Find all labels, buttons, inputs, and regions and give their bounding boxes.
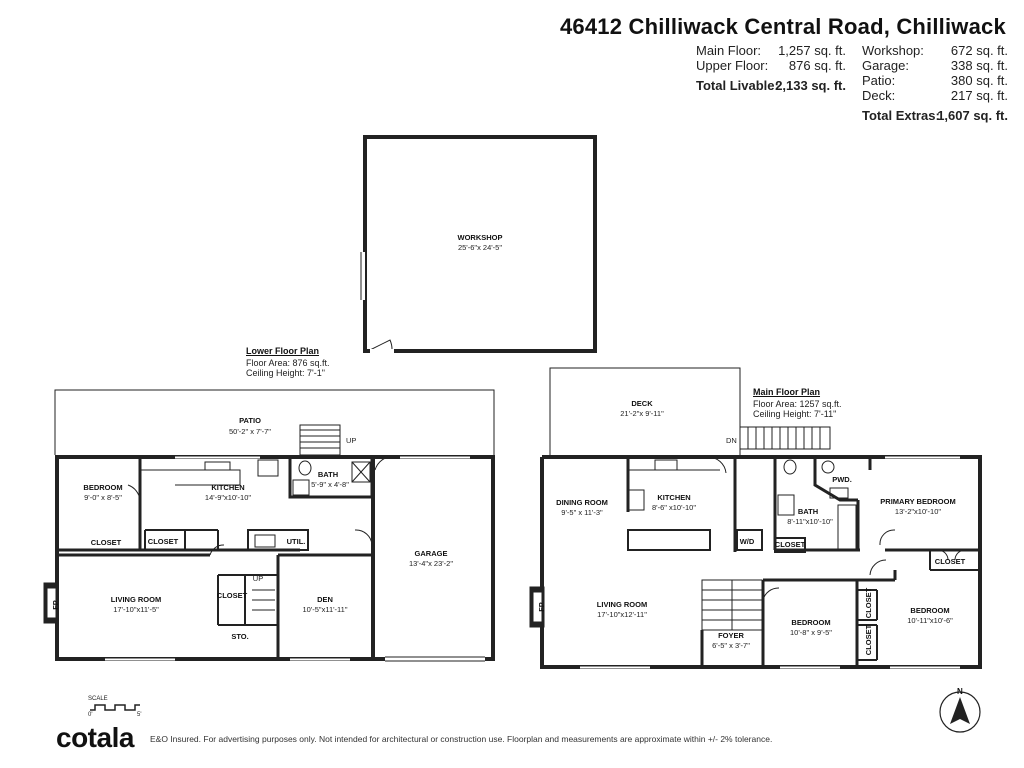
main-living-dims: 17'-10"x12'-11" xyxy=(597,610,647,619)
lower-living-name: LIVING ROOM xyxy=(111,595,161,604)
scale-five: 5' xyxy=(137,712,141,718)
main-bedroom-1-name: BEDROOM xyxy=(791,618,830,627)
main-pwd: PWD. xyxy=(832,475,852,484)
main-primary-dims: 13'-2"x10'-10" xyxy=(895,507,941,516)
workshop-area-label: Workshop: xyxy=(862,43,924,58)
main-bedroom-2-dims: 10'-11"x10'-6" xyxy=(907,616,953,625)
main-kitchen-name: KITCHEN xyxy=(657,493,690,502)
scale-bar: SCALE 0' 5' xyxy=(88,696,141,718)
lower-kitchen-dims: 14'-9"x10'-10" xyxy=(205,493,251,502)
lower-fireplace-label: FP xyxy=(51,600,60,610)
lower-closet-1: CLOSET xyxy=(91,538,122,547)
main-bath-name: BATH xyxy=(798,507,818,516)
main-closet-1: CLOSET xyxy=(775,540,806,549)
main-closet-4: CLOSET xyxy=(864,624,873,655)
upper-floor-value: 876 sq. ft. xyxy=(788,58,846,73)
main-dn-label: DN xyxy=(726,436,737,445)
lower-closet-3: CLOSET xyxy=(217,591,248,600)
deck-area-value: 217 sq. ft. xyxy=(950,88,1008,103)
main-floor-value: 1,257 sq. ft. xyxy=(778,43,846,58)
page-title: 46412 Chilliwack Central Road, Chilliwac… xyxy=(560,14,1006,39)
workshop-building: WORKSHOP 25'-6"x 24'-5" xyxy=(360,135,597,353)
workshop-name: WORKSHOP xyxy=(458,233,503,242)
lower-util: UTIL. xyxy=(287,537,306,546)
cotala-logo: cotala xyxy=(56,722,134,753)
main-wd: W/D xyxy=(740,537,755,546)
total-extras-label: Total Extras: xyxy=(862,108,940,123)
main-kitchen-dims: 8'-6" x10'-10" xyxy=(652,503,696,512)
lower-closet-2: CLOSET xyxy=(148,537,179,546)
lower-patio-dims: 50'-2" x 7'-7" xyxy=(229,427,271,436)
garage-area-label: Garage: xyxy=(862,58,909,73)
scale-zero: 0' xyxy=(88,712,92,718)
lower-plan-title: Lower Floor Plan xyxy=(246,346,320,356)
main-plan-title: Main Floor Plan xyxy=(753,387,821,397)
lower-den-dims: 10'-5"x11'-11" xyxy=(302,605,347,614)
total-extras-value: 1,607 sq. ft. xyxy=(937,108,1008,123)
lower-bath-name: BATH xyxy=(318,470,338,479)
main-foyer-name: FOYER xyxy=(718,631,744,640)
main-living-name: LIVING ROOM xyxy=(597,600,647,609)
deck-area-label: Deck: xyxy=(862,88,896,103)
total-livable-label: Total Livable: xyxy=(696,78,779,93)
lower-sto: STO. xyxy=(231,632,248,641)
main-plan-ceiling: Ceiling Height: 7'-11" xyxy=(753,409,837,419)
main-bath-dims: 8'-11"x10'-10" xyxy=(787,517,833,526)
lower-floor-plan xyxy=(43,389,495,662)
total-livable-value: 2,133 sq. ft. xyxy=(775,78,846,93)
main-primary-name: PRIMARY BEDROOM xyxy=(880,497,955,506)
north-arrow-icon: N xyxy=(939,687,981,733)
main-deck-dims: 21'-2"x 9'-11" xyxy=(620,409,664,418)
lower-up-label-2: UP xyxy=(253,574,263,583)
north-label: N xyxy=(957,687,963,696)
main-closet-3: CLOSET xyxy=(864,587,873,618)
main-floor-label: Main Floor: xyxy=(696,43,762,58)
lower-den-name: DEN xyxy=(317,595,333,604)
workshop-dims: 25'-6"x 24'-5" xyxy=(458,243,502,252)
lower-garage-name: GARAGE xyxy=(415,549,448,558)
lower-bedroom-dims: 9'-0" x 8'-5" xyxy=(84,493,122,502)
main-dining-dims: 9'-5" x 11'-3" xyxy=(561,508,603,517)
main-foyer-dims: 6'-5" x 3'-7" xyxy=(712,641,750,650)
patio-area-value: 380 sq. ft. xyxy=(950,73,1008,88)
main-bedroom-2-name: BEDROOM xyxy=(910,606,949,615)
patio-area-label: Patio: xyxy=(862,73,896,88)
lower-bedroom-name: BEDROOM xyxy=(83,483,122,492)
upper-floor-label: Upper Floor: xyxy=(696,58,769,73)
main-fireplace-label: FP xyxy=(537,602,546,612)
garage-area-value: 338 sq. ft. xyxy=(950,58,1008,73)
main-dining-name: DINING ROOM xyxy=(556,498,608,507)
lower-up-label: UP xyxy=(346,436,356,445)
scale-label: SCALE xyxy=(88,696,108,702)
lower-patio-name: PATIO xyxy=(239,416,261,425)
main-bedroom-1-dims: 10'-8" x 9'-5" xyxy=(790,628,832,637)
lower-living-dims: 17'-10"x11'-5" xyxy=(113,605,159,614)
main-deck-name: DECK xyxy=(631,399,653,408)
main-closet-2: CLOSET xyxy=(935,557,966,566)
lower-plan-area: Floor Area: 876 sq.ft. xyxy=(246,358,330,368)
lower-kitchen-name: KITCHEN xyxy=(211,483,244,492)
main-floor-plan xyxy=(529,367,982,669)
lower-garage-dims: 13'-4"x 23'-2" xyxy=(409,559,453,568)
disclaimer-text: E&O Insured. For advertising purposes on… xyxy=(150,734,773,744)
lower-plan-ceiling: Ceiling Height: 7'-1" xyxy=(246,368,325,378)
main-plan-area: Floor Area: 1257 sq.ft. xyxy=(753,399,842,409)
lower-bath-dims: 5'-9" x 4'-8" xyxy=(311,480,349,489)
workshop-area-value: 672 sq. ft. xyxy=(950,43,1008,58)
